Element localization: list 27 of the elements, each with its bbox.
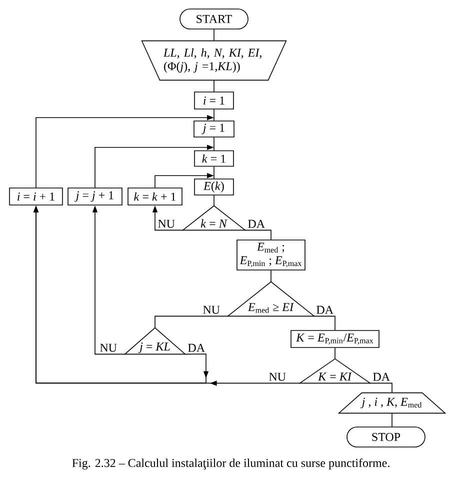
input-trapezoid: LL, Ll, h, N, KI, EI, (Φ(j), j =1,KL)) bbox=[141, 40, 287, 81]
process-box: E$_{med}$ ; E$_{P,min}$ ; E$_{P,max}$ bbox=[236, 240, 306, 270]
terminator-box: START bbox=[180, 8, 248, 30]
edge-label: NU bbox=[99, 343, 118, 352]
connector-line bbox=[370, 382, 392, 394]
connector-line bbox=[154, 316, 228, 328]
process-box: j = 1 bbox=[194, 120, 234, 138]
edge-label: NU bbox=[268, 372, 287, 382]
process-box: i = i + 1 bbox=[9, 188, 63, 206]
connector-line bbox=[334, 348, 336, 360]
edge-label: NU bbox=[202, 305, 221, 314]
process-box: i = 1 bbox=[194, 92, 234, 110]
connector-line bbox=[244, 230, 272, 240]
process-box: j = j + 1 bbox=[68, 188, 122, 206]
edge-label: NU bbox=[157, 219, 176, 228]
edge-label: DA bbox=[316, 305, 334, 314]
process-box: k = k + 1 bbox=[128, 188, 182, 206]
process-box: k = 1 bbox=[194, 150, 234, 167]
edge-label: DA bbox=[187, 343, 206, 352]
connector-line bbox=[314, 316, 336, 330]
terminator-box: STOP bbox=[346, 426, 426, 448]
connector-line bbox=[270, 270, 272, 282]
process-box: E(k) bbox=[194, 178, 234, 196]
process-box: K = E$_{P,min}$/E$_{P,max}$ bbox=[290, 330, 380, 348]
edge-label: DA bbox=[372, 372, 391, 382]
caption: Fig. 2.32 – Calculul instalaţiilor de iluminat cu surse punctiforme. bbox=[72, 458, 390, 470]
edge-label: DA bbox=[247, 219, 266, 228]
